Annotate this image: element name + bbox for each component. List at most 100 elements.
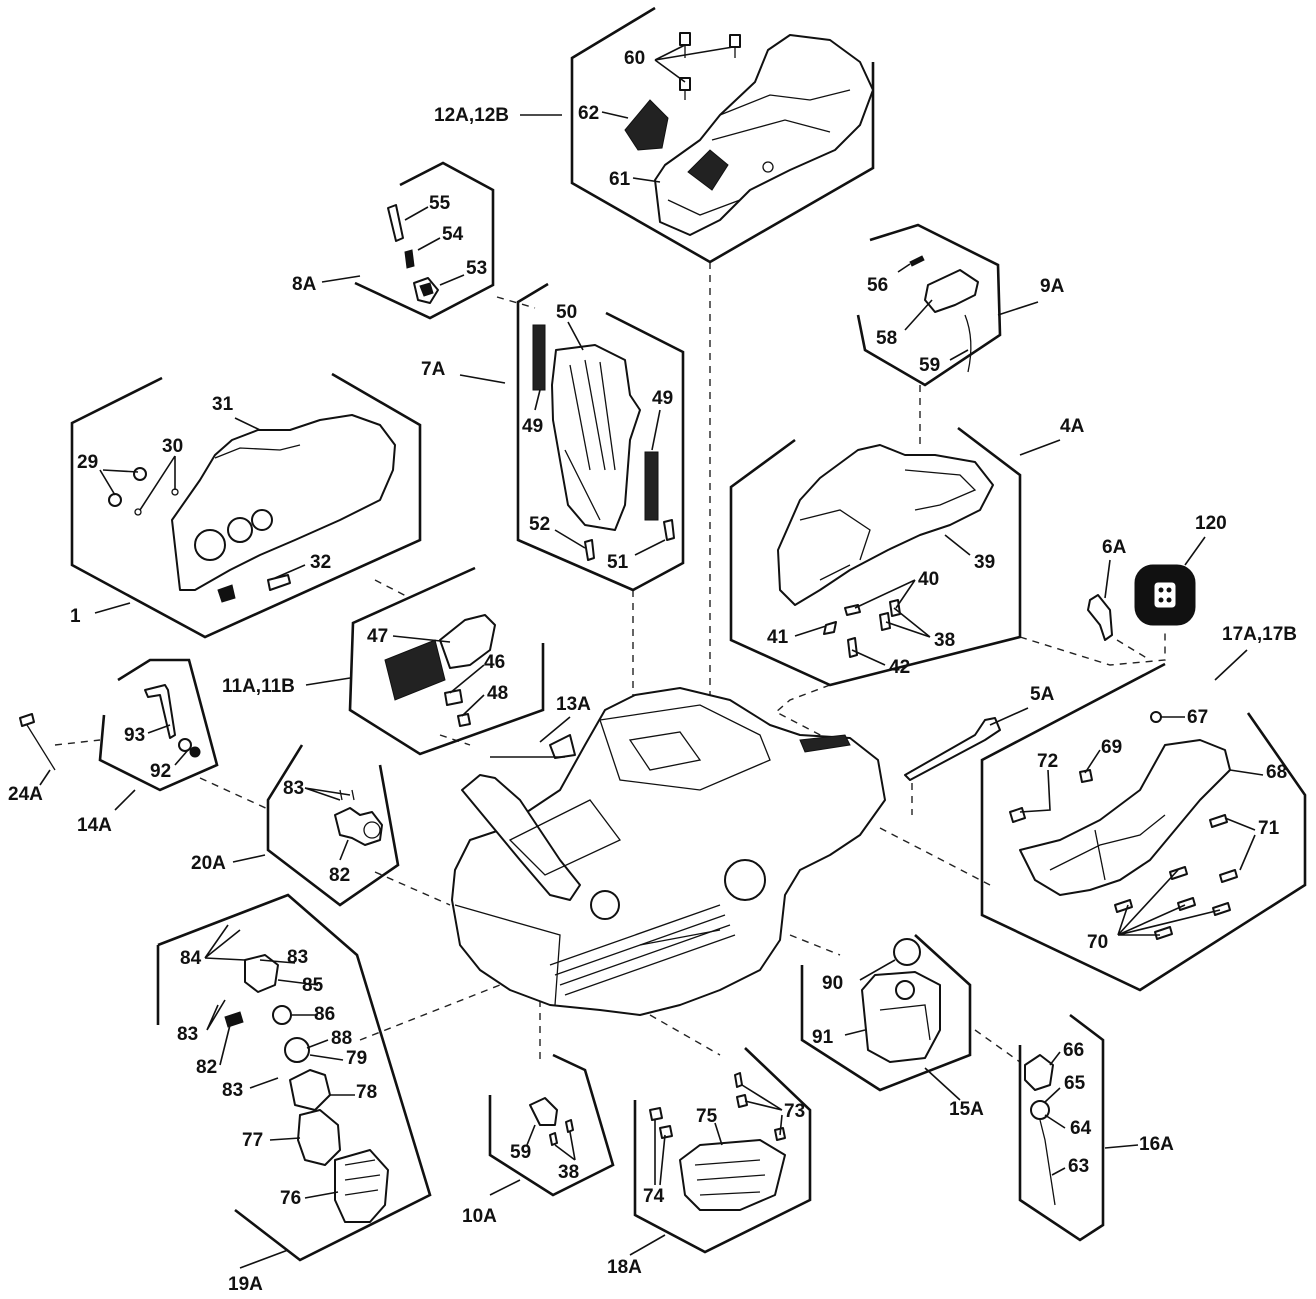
label-41: 41 (767, 627, 789, 648)
label-83-20a: 83 (283, 778, 304, 799)
oil-pump-parts (334, 789, 383, 846)
label-39: 39 (974, 552, 995, 573)
lockout-parts (387, 204, 439, 304)
oil-cap-parts (1024, 1054, 1056, 1206)
label-17a-17b: 17A,17B (1222, 624, 1297, 645)
front-housing-half (1009, 711, 1238, 940)
label-72: 72 (1037, 751, 1058, 772)
label-66: 66 (1063, 1040, 1084, 1061)
label-52: 52 (529, 514, 550, 535)
label-53: 53 (466, 258, 487, 279)
leader-lines (39, 44, 1264, 1269)
label-83-19a-low: 83 (222, 1080, 243, 1101)
label-20a: 20A (191, 853, 226, 874)
chain-guard-parts (649, 1072, 786, 1211)
label-85: 85 (302, 975, 324, 996)
connector-lines (54, 262, 1166, 1065)
label-84: 84 (180, 948, 202, 969)
label-88: 88 (331, 1028, 352, 1049)
label-70: 70 (1087, 932, 1108, 953)
frame-14a (98, 658, 219, 792)
label-6a: 6A (1102, 537, 1127, 558)
label-120: 120 (1195, 513, 1227, 534)
label-91: 91 (812, 1027, 834, 1048)
label-76: 76 (280, 1188, 301, 1209)
label-67: 67 (1187, 707, 1208, 728)
frame-11a (348, 566, 545, 756)
label-61: 61 (609, 169, 631, 190)
label-60: 60 (624, 48, 645, 69)
label-12a-12b: 12A,12B (434, 105, 509, 126)
label-55: 55 (429, 193, 451, 214)
side-cover (108, 414, 396, 603)
label-77: 77 (242, 1130, 263, 1151)
rear-top-cover (624, 32, 874, 236)
label-42: 42 (889, 657, 910, 678)
frame-20a (266, 744, 400, 907)
label-10a: 10A (462, 1206, 497, 1227)
label-82-19a: 82 (196, 1057, 217, 1078)
label-49-left: 49 (522, 416, 543, 437)
label-48: 48 (487, 683, 508, 704)
label-93: 93 (124, 725, 145, 746)
label-54: 54 (442, 224, 464, 245)
frame-19a (156, 893, 432, 1262)
label-16a: 16A (1139, 1134, 1174, 1155)
label-74: 74 (643, 1186, 665, 1207)
label-51: 51 (607, 552, 629, 573)
oil-tank-part (861, 938, 941, 1063)
label-11a-11b: 11A,11B (222, 676, 295, 697)
frame-15a (800, 934, 972, 1092)
label-56: 56 (867, 275, 888, 296)
label-75: 75 (696, 1106, 718, 1127)
label-92: 92 (150, 761, 171, 782)
label-62: 62 (578, 103, 599, 124)
battery-latch-parts (1087, 564, 1196, 641)
label-4a: 4A (1060, 416, 1085, 437)
label-50: 50 (556, 302, 577, 323)
label-14a: 14A (77, 815, 112, 836)
label-13a: 13A (556, 694, 591, 715)
label-38-10a: 38 (558, 1162, 579, 1183)
label-63: 63 (1068, 1156, 1089, 1177)
label-68: 68 (1266, 762, 1287, 783)
label-38-top: 38 (934, 630, 955, 651)
label-64: 64 (1070, 1118, 1092, 1139)
label-5a: 5A (1030, 684, 1055, 705)
trigger-parts (384, 614, 496, 727)
callout-frames (70, 6, 1307, 1262)
lever-parts (529, 1097, 574, 1146)
label-9a: 9A (1040, 276, 1065, 297)
frame-16a (1018, 1013, 1105, 1242)
label-90: 90 (822, 973, 843, 994)
label-46: 46 (484, 652, 505, 673)
label-58: 58 (876, 328, 897, 349)
frame-10a (488, 1053, 615, 1197)
frame-4a (729, 426, 1022, 687)
label-71: 71 (1258, 818, 1280, 839)
frame-12a (570, 6, 875, 264)
motor-stack (224, 954, 389, 1223)
label-59-top: 59 (919, 355, 940, 376)
frame-18a (633, 1047, 812, 1254)
label-83-19a-top: 83 (287, 947, 308, 968)
frame-9a (856, 223, 1002, 387)
label-30: 30 (162, 436, 183, 457)
part-labels: 60 62 61 12A,12B 55 54 53 8A 50 49 49 7A… (8, 48, 1297, 1295)
main-motor-housing (451, 687, 886, 1016)
label-40: 40 (918, 569, 939, 590)
label-86: 86 (314, 1004, 335, 1025)
label-73: 73 (784, 1101, 805, 1122)
label-18a: 18A (607, 1257, 642, 1278)
label-65: 65 (1064, 1073, 1086, 1094)
label-15a: 15A (949, 1099, 984, 1120)
label-82-20a: 82 (329, 865, 350, 886)
label-78: 78 (356, 1082, 377, 1103)
label-31: 31 (212, 394, 234, 415)
frame-17a (980, 662, 1307, 992)
label-19a: 19A (228, 1274, 263, 1295)
scrench-tool (904, 717, 1001, 781)
frame-8a (354, 161, 495, 320)
label-1: 1 (70, 606, 81, 627)
